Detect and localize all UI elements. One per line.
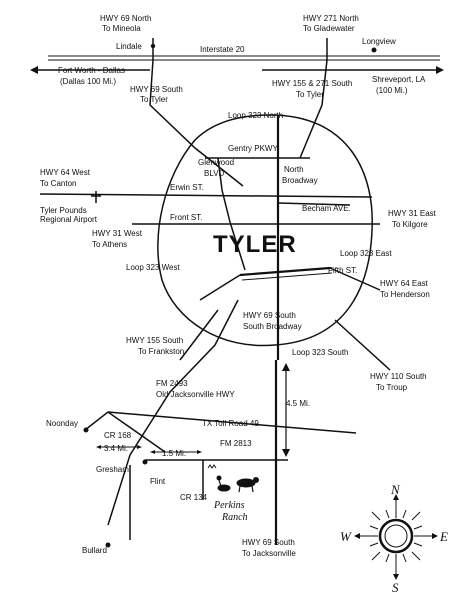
west-connector-road [199,274,241,301]
hwy-64-east-road [329,267,381,291]
perkins-ranch-label: Perkins [213,500,245,511]
compass-rose [354,494,438,580]
north-broadway-label: North [284,165,304,174]
hwy-155-south-label: HWY 155 South [126,336,183,345]
fm-2493-sub-label: Old Jacksonville HWY [156,390,235,399]
gresham-label: Gresham [96,465,129,474]
loop-323-south-label: Loop 323 South [292,348,349,357]
hwy-155-271-label: HWY 155 & 271 South [272,79,352,88]
hwy-31-west-label: HWY 31 West [92,229,143,238]
flint-label: Flint [150,477,166,486]
gresham-dot [142,459,148,465]
city-label: TYLER [213,231,297,258]
fm-2493-label: FM 2493 [156,379,188,388]
hwy-64-west-sub-label: To Canton [40,179,76,188]
fm-2493-road [107,299,239,526]
airport-label: Tyler Pounds [40,206,87,215]
hwy-69-south-bottom-label: HWY 69 South [242,538,295,547]
lindale-dot [150,43,156,49]
hwy-69-south-broadway-label: HWY 69 South [243,311,296,320]
hwy-271-north-label: HWY 271 North [303,14,359,23]
glenwood-label: Glenwood [198,158,234,167]
north-broadway-sub-label: Broadway [282,176,318,185]
hwy-69-south-bottom-sub-label: To Jacksonville [242,549,296,558]
tx-toll-road-49 [107,411,357,434]
hwy-155-271-sub-label: To Tyler [296,90,324,99]
hwy-31-west-sub-label: To Athens [92,240,127,249]
distance-3-4-marker [96,445,142,449]
hwy-110-label: HWY 110 South [370,372,427,381]
interstate-20-label: Interstate 20 [200,45,245,54]
cr-168-label: CR 168 [104,431,132,440]
becham-ave-road [277,202,351,206]
shreveport-label: Shreveport, LA [372,75,426,84]
bullard-dot [105,542,111,548]
interstate-20-road [48,55,440,61]
distance-1-5-marker [150,450,202,454]
longview-label: Longview [362,37,396,46]
fifth-st-road [239,266,331,277]
becham-ave-label: Becham AVE. [302,204,351,213]
noonday-dot [83,427,89,433]
hwy-110-road [334,319,391,371]
hwy-31-east-sub-label: To Kilgore [392,220,428,229]
hwy-110-sub-label: To Troup [376,383,408,392]
bullard-label: Bullard [82,546,107,555]
east-arrow [262,66,444,74]
hwy-69-north-label: HWY 69 North [100,14,151,23]
erwin-st-road [39,193,373,198]
front-st-label: Front ST. [170,213,202,222]
hwy-271-north-sub-label: To Gladewater [303,24,355,33]
hwy-69-south-top-label: HWY 69 South [130,85,183,94]
shreveport-sub-label: (100 Mi.) [376,86,408,95]
hwy-155-south-road [179,309,219,361]
lindale-label: Lindale [116,42,142,51]
compass-s: S [392,580,399,595]
fifth-st-road-2 [241,272,333,281]
compass-n: N [390,482,401,497]
hwy-64-east-sub-label: To Henderson [380,290,430,299]
distance-4-5-marker [282,363,290,457]
hwy-64-east-label: HWY 64 East [380,279,429,288]
glenwood-sub-label: BLVD [204,169,225,178]
loop-323-west-label: Loop 323 West [126,263,180,272]
toll-road-49-label: TX Toll Road 49 [202,419,259,428]
hwy-69-south-broadway-sub-label: South Broadway [243,322,302,331]
compass-w: W [340,529,352,544]
hwy-155-south-sub-label: To Frankston [138,347,184,356]
gentry-pkwy-label: Gentry PKWY [228,144,278,153]
hwy-69-south-road [149,59,244,187]
perkins-ranch-sub-label: Ranch [221,512,248,523]
hwy-69-north-sub-label: To Mineola [102,24,141,33]
airport-icon [91,191,101,203]
airport-sub-label: Regional Airport [40,215,98,224]
longview-dot [371,47,377,53]
compass-e: E [439,529,448,544]
glenwood-blvd-road [217,157,246,271]
fifth-st-label: Fifth ST. [328,266,357,275]
west-arrow [30,66,150,74]
distance-3-4-label: 3.4 Mi. [104,444,128,453]
distance-1-5-label: 1.5 Mi. [162,449,186,458]
hwy-69-south-top-sub-label: To Tyler [140,95,168,104]
hwy-64-west-label: HWY 64 West [40,168,91,177]
ranch-cattle-icon [207,464,259,493]
fort-worth-sub-label: (Dallas 100 Mi.) [60,77,116,86]
erwin-st-label: Erwin ST. [170,183,204,192]
fort-worth-label: Fort Worth - Dallas [58,66,125,75]
fm-2813-label: FM 2813 [220,439,252,448]
loop-323-east-label: Loop 323 East [340,249,392,258]
cr-168-road [84,411,166,453]
loop-323-north-label: Loop 323 North [228,111,283,120]
hwy-155-271-road [299,59,328,159]
noonday-label: Noonday [46,419,78,428]
cr-134-label: CR 134 [180,493,208,502]
loop-323-ring [157,114,373,347]
distance-4-5-label: 4.5 Mi. [286,399,310,408]
hwy-31-east-label: HWY 31 East [388,209,437,218]
